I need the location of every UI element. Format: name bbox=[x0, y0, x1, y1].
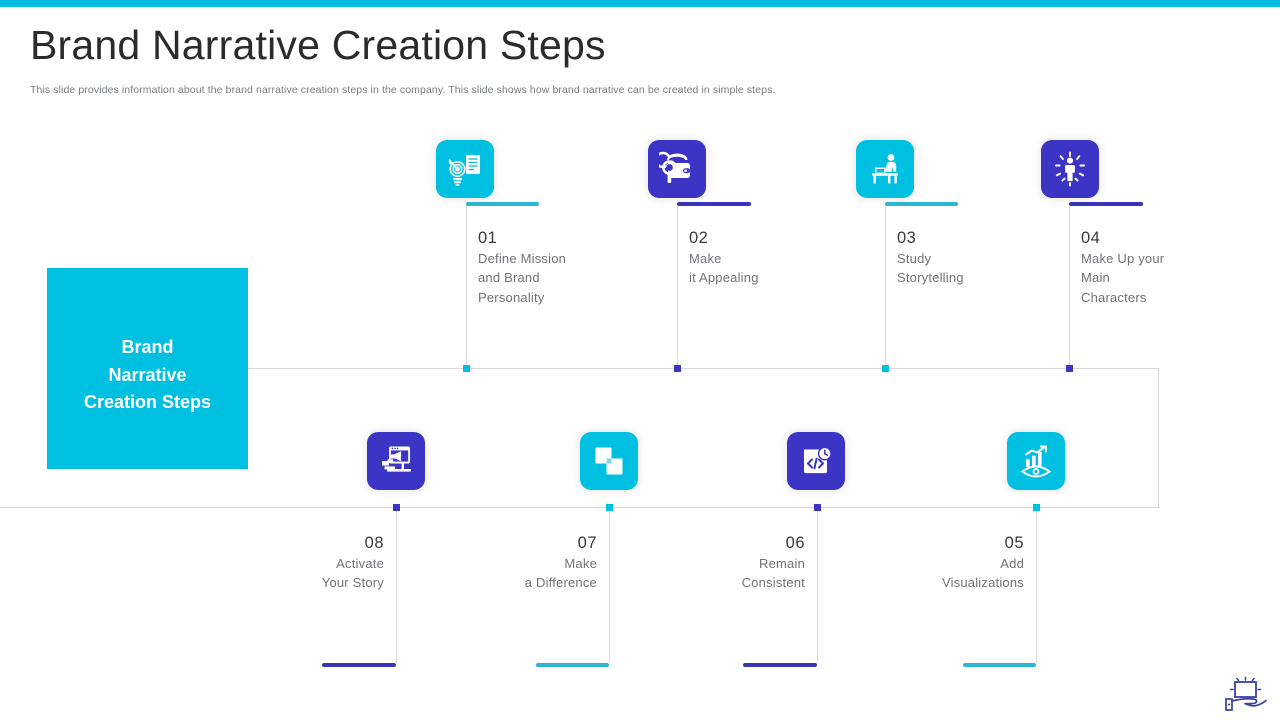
step-top-underline-02 bbox=[677, 202, 751, 206]
megaphone-presentation-icon bbox=[367, 432, 425, 490]
person-spotlight-icon bbox=[1041, 140, 1099, 198]
chart-eye-icon bbox=[1007, 432, 1065, 490]
step-number: 03 bbox=[897, 229, 917, 247]
step-bottom-node-08 bbox=[393, 504, 400, 511]
step-desc-line: Characters bbox=[1081, 289, 1147, 305]
step-desc-line: Visualizations bbox=[941, 575, 1024, 591]
step-desc-line: Make Up your bbox=[1081, 250, 1165, 266]
step-top-node-04 bbox=[1066, 365, 1073, 372]
step-bottom-connector-05 bbox=[1036, 511, 1037, 663]
target-document-bulb-icon bbox=[436, 140, 494, 198]
step-top-node-03 bbox=[882, 365, 889, 372]
top-accent-bar bbox=[0, 0, 1280, 7]
step-desc-line: it Appealing bbox=[689, 270, 759, 286]
step-desc-line: Consistent bbox=[741, 575, 805, 591]
step-desc-line: Remain bbox=[759, 555, 805, 571]
step-top-underline-03 bbox=[885, 202, 958, 206]
connector-line-bottom bbox=[0, 507, 1159, 508]
step-number: 07 bbox=[577, 534, 597, 552]
step-bottom-underline-07 bbox=[536, 663, 609, 667]
step-top-underline-04 bbox=[1069, 202, 1143, 206]
overlapping-squares-icon bbox=[580, 432, 638, 490]
step-number: 08 bbox=[364, 534, 384, 552]
step-desc-line: Make bbox=[689, 250, 722, 266]
code-document-clock-icon bbox=[787, 432, 845, 490]
step-top-node-02 bbox=[674, 365, 681, 372]
step-desc-line: and Brand bbox=[478, 270, 540, 286]
wallet-magnifier-icon bbox=[648, 140, 706, 198]
step-number: 06 bbox=[785, 534, 805, 552]
step-top-connector-04 bbox=[1069, 206, 1070, 368]
step-desc-line: Personality bbox=[478, 289, 545, 305]
step-bottom-underline-06 bbox=[743, 663, 817, 667]
step-top-node-01 bbox=[463, 365, 470, 372]
brand-narrative-box-text: Brand Narrative Creation Steps bbox=[84, 334, 211, 418]
step-number: 04 bbox=[1081, 229, 1101, 247]
hand-holding-screen-icon bbox=[1222, 676, 1268, 719]
step-desc-line: Add bbox=[1000, 555, 1024, 571]
brand-box-line-1: Brand bbox=[121, 336, 174, 357]
step-top-connector-03 bbox=[885, 206, 886, 368]
step-bottom-node-06 bbox=[814, 504, 821, 511]
step-desc-line: Your Story bbox=[321, 575, 384, 591]
step-top-connector-02 bbox=[677, 206, 678, 368]
page-subtitle: This slide provides information about th… bbox=[30, 84, 776, 96]
step-number: 01 bbox=[478, 229, 498, 247]
step-bottom-underline-08 bbox=[322, 663, 396, 667]
brand-box-line-2: Narrative bbox=[108, 364, 187, 385]
step-bottom-node-07 bbox=[606, 504, 613, 511]
step-desc-line: Main bbox=[1081, 270, 1110, 286]
step-desc-line: Storytelling bbox=[897, 270, 964, 286]
brand-narrative-box: Brand Narrative Creation Steps bbox=[47, 268, 248, 469]
connector-line-top bbox=[248, 368, 1159, 369]
step-bottom-connector-08 bbox=[396, 511, 397, 663]
step-desc-line: Activate bbox=[336, 555, 384, 571]
connector-line-right bbox=[1158, 368, 1159, 508]
step-bottom-connector-06 bbox=[817, 511, 818, 663]
step-number: 02 bbox=[689, 229, 709, 247]
step-desc-line: Make bbox=[564, 555, 597, 571]
step-bottom-underline-05 bbox=[963, 663, 1036, 667]
page-title: Brand Narrative Creation Steps bbox=[30, 22, 606, 68]
step-desc-line: Study bbox=[897, 250, 932, 266]
step-desc-line: a Difference bbox=[524, 575, 597, 591]
person-desk-laptop-icon bbox=[856, 140, 914, 198]
step-top-connector-01 bbox=[466, 206, 467, 368]
step-bottom-connector-07 bbox=[609, 511, 610, 663]
step-desc-line: Define Mission bbox=[478, 250, 567, 266]
step-bottom-node-05 bbox=[1033, 504, 1040, 511]
step-number: 05 bbox=[1004, 534, 1024, 552]
step-top-underline-01 bbox=[466, 202, 539, 206]
brand-box-line-3: Creation Steps bbox=[83, 392, 212, 413]
